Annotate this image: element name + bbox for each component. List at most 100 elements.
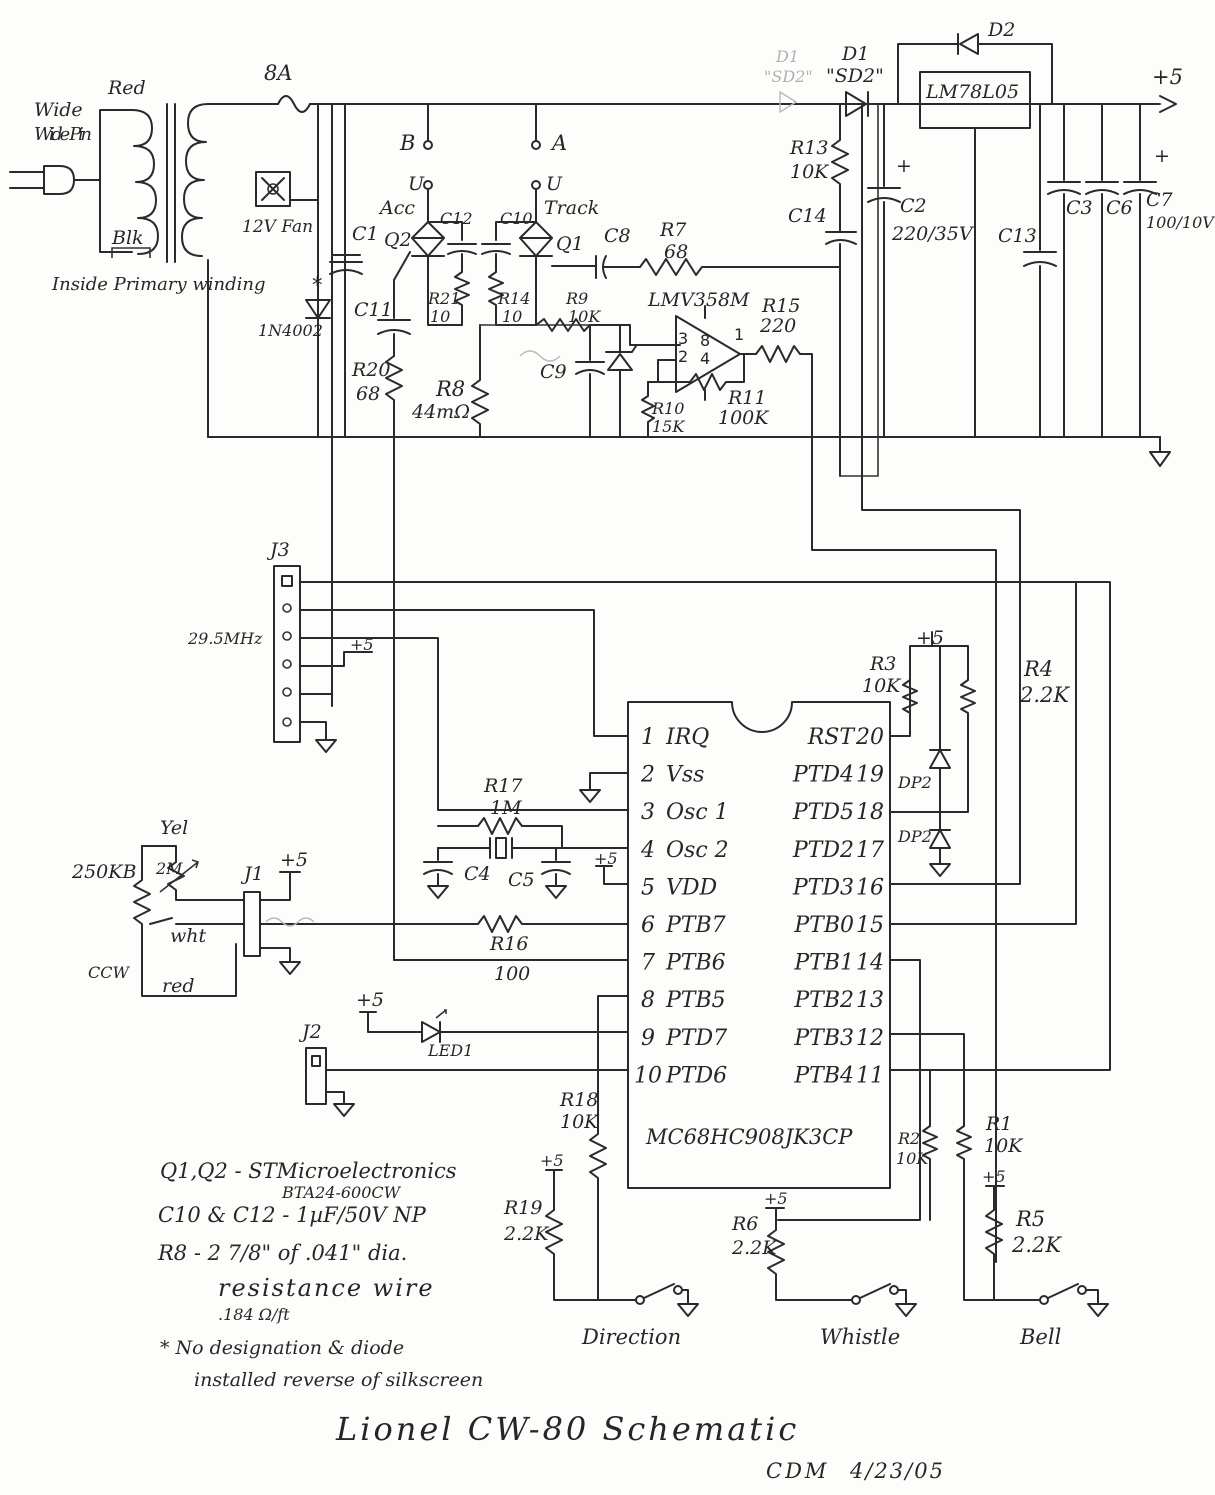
label-c5: C5 — [508, 869, 535, 891]
label-r19: R19 — [503, 1197, 542, 1219]
diode-dp2-b — [929, 829, 951, 877]
resistor-r9 — [535, 318, 681, 346]
label-c3: C3 — [1066, 197, 1093, 219]
switch-whistle — [851, 1283, 917, 1317]
label-plus5-j3: +5 — [350, 635, 374, 654]
mcu-right-pin-number: 17 — [856, 838, 884, 863]
label-op-pin4: 4 — [700, 349, 710, 368]
label-whistle: Whistle — [820, 1325, 900, 1349]
capacitor-c9 — [575, 324, 605, 438]
label-q1: Q1 — [556, 233, 584, 255]
diode-1n4002 — [305, 299, 331, 319]
led1 — [359, 1009, 629, 1043]
capacitor-c11 — [377, 279, 411, 357]
label-r15: R15 — [761, 295, 800, 317]
label-u-track: U — [546, 173, 563, 195]
mcu-right-pin-number: 11 — [856, 1063, 884, 1088]
resistor-r18 — [589, 995, 637, 1301]
label-track: Track — [544, 197, 599, 219]
label-plus5-top: +5 — [1152, 65, 1183, 89]
label-sd2: "SD2" — [826, 65, 884, 87]
mcu-right-pin-number: 12 — [856, 1026, 884, 1051]
label-yel: Yel — [160, 817, 188, 839]
mcu-right-pin-name: RST — [807, 725, 857, 750]
diode-d1 — [845, 91, 869, 117]
connector-j1 — [175, 871, 301, 975]
label-redw: red — [162, 975, 195, 997]
label-plus5-r5: +5 — [982, 1167, 1006, 1186]
label-c2: C2 — [900, 195, 927, 217]
crystal — [437, 837, 629, 859]
resistor-r6 — [765, 1207, 853, 1301]
label-bell: Bell — [1019, 1325, 1061, 1349]
label-wht: wht — [170, 925, 207, 947]
label-r2-val: 10K — [896, 1149, 929, 1168]
capacitor-c4 — [423, 847, 453, 899]
label-r7: R7 — [659, 219, 687, 241]
label-pot2m: 2M — [155, 859, 183, 878]
note-line-8: installed reverse of silkscreen — [194, 1369, 483, 1391]
label-j1: J1 — [240, 863, 264, 885]
label-plus5-led: +5 — [356, 989, 384, 1011]
label-d2: D2 — [987, 19, 1015, 41]
vdd-supply — [595, 865, 629, 885]
mcu-left-pin-name: IRQ — [665, 725, 709, 750]
mcu-right-pin-name: PTB4 — [793, 1063, 854, 1088]
label-d1-ghost: D1 — [775, 47, 799, 66]
label-acc: Acc — [378, 197, 415, 219]
label-c2-val: 220/35V — [891, 223, 975, 245]
label-r4-val: 2.2K — [1019, 683, 1070, 707]
mcu-left-pin-name: PTB6 — [665, 951, 726, 976]
mcu-right-pin-name: PTB1 — [793, 951, 854, 976]
power-plug — [9, 109, 133, 253]
resistor-r19 — [545, 1169, 599, 1301]
capacitor-c7 — [1123, 103, 1157, 438]
mcu-left-pin-name: PTB7 — [665, 913, 726, 938]
label-c6: C6 — [1106, 197, 1133, 219]
capacitor-c12 — [427, 221, 477, 255]
label-r14: R14 — [497, 289, 530, 308]
label-r11: R11 — [727, 387, 766, 409]
diode-d1-ghost — [779, 90, 798, 114]
resistor-r13 — [831, 103, 849, 233]
mcu-left-pin-number: 6 — [641, 913, 655, 938]
triac-q1 — [519, 221, 597, 269]
label-r8: R8 — [435, 377, 465, 401]
mcu-left-pin-number: 3 — [641, 800, 655, 825]
label-op-pin8: 8 — [700, 331, 710, 350]
erased-resistor — [519, 350, 561, 362]
label-r5-val: 2.2K — [1011, 1233, 1062, 1257]
label-c7: C7 — [1146, 189, 1174, 211]
mcu-left-pin-name: Osc 1 — [666, 800, 729, 825]
label-1n4002: 1N4002 — [258, 321, 323, 340]
label-j3: J3 — [266, 539, 290, 561]
label-c2-plus: + — [896, 155, 912, 177]
label-r17: R17 — [483, 775, 523, 797]
label-r7-val: 68 — [664, 241, 688, 263]
label-plus5-r19: +5 — [540, 1151, 564, 1170]
mcu-chip — [627, 701, 891, 1189]
resistor-r5 — [985, 1185, 1005, 1301]
resistor-r1 — [956, 1125, 1041, 1301]
capacitor-c3 — [1047, 103, 1081, 438]
fan — [255, 103, 319, 207]
plug-label: Wide Pin — [34, 124, 92, 145]
label-ccw: CCW — [88, 963, 130, 982]
ground-symbol-main — [1149, 436, 1171, 467]
mcu-right-pin-name: PTD3 — [792, 875, 854, 900]
author: CDM — [766, 1459, 829, 1483]
plug-label-line1: Wide — [34, 99, 83, 121]
zener-diode — [605, 324, 637, 438]
resistor-r8 — [471, 324, 610, 438]
diode-dp2-a — [929, 645, 951, 831]
mcu-left-pin-name: PTB5 — [665, 988, 726, 1013]
wire-ptb1 — [777, 959, 921, 1221]
label-plus5-r6: +5 — [764, 1189, 788, 1208]
resistor-r2 — [922, 1069, 938, 1221]
label-dp2-b: DP2 — [897, 827, 932, 846]
label-led1: LED1 — [427, 1041, 473, 1060]
label-c7-val: 100/10V — [1146, 213, 1215, 232]
label-fuse: 8A — [264, 61, 293, 85]
